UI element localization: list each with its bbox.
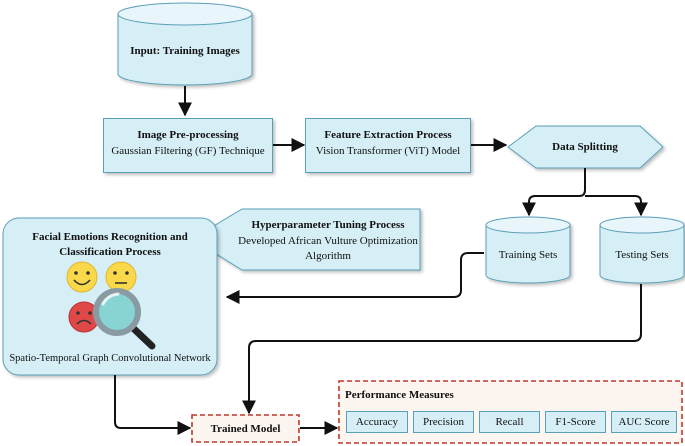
- facial-title-line1: Facial Emotions Recognition and: [32, 231, 188, 243]
- hyperparameter-pentagon: [191, 208, 421, 271]
- input-cylinder: [117, 2, 253, 86]
- metric-auc-score: AUC Score: [611, 411, 677, 433]
- neutral-face-icon: [105, 261, 137, 293]
- arrow-facial-to-trained: [114, 375, 192, 435]
- flow-arrows: [114, 86, 648, 435]
- metric-recall: Recall: [479, 411, 540, 433]
- feature-extraction-box: [305, 118, 471, 173]
- facial-caption: Spatio-Temporal Graph Convolutional Netw…: [9, 353, 211, 364]
- training-sets-cylinder: [485, 216, 571, 284]
- testing-sets-label: Testing Sets: [615, 249, 669, 261]
- performance-title: Performance Measures: [345, 389, 454, 401]
- arrow-split-to-testing: [585, 195, 648, 217]
- metric-accuracy: Accuracy: [346, 411, 408, 433]
- trained-model-label: Trained Model: [210, 423, 281, 435]
- data-splitting-hexagon: [507, 125, 664, 169]
- happy-face-icon: [66, 261, 98, 293]
- arrow-testing-to-trained: [242, 284, 642, 415]
- metric-precision: Precision: [413, 411, 474, 433]
- feature-subtitle: Vision Transformer (ViT) Model: [315, 145, 461, 157]
- hyper-line2: Algorithm: [305, 250, 351, 262]
- arrow-split-branches: [522, 168, 586, 217]
- preprocess-box: [103, 118, 273, 173]
- data-splitting-label: Data Splitting: [552, 141, 618, 153]
- training-sets-label: Training Sets: [498, 249, 558, 261]
- feature-title: Feature Extraction Process: [324, 129, 452, 141]
- preprocess-subtitle: Gaussian Filtering (GF) Technique: [111, 145, 265, 157]
- testing-sets-cylinder: [599, 216, 685, 284]
- hyper-line1: Developed African Vulture Optimization: [238, 235, 418, 247]
- magnifier-icon: [93, 288, 156, 350]
- hyper-title: Hyperparameter Tuning Process: [251, 219, 405, 231]
- preprocess-title: Image Pre-processing: [137, 129, 239, 141]
- trained-model-box: [191, 414, 300, 443]
- input-label: Input: Training Images: [130, 45, 240, 57]
- facial-title-line2: Classification Process: [59, 246, 161, 258]
- metric-f1-score: F1-Score: [545, 411, 606, 433]
- arrow-training-to-facial: [225, 252, 484, 304]
